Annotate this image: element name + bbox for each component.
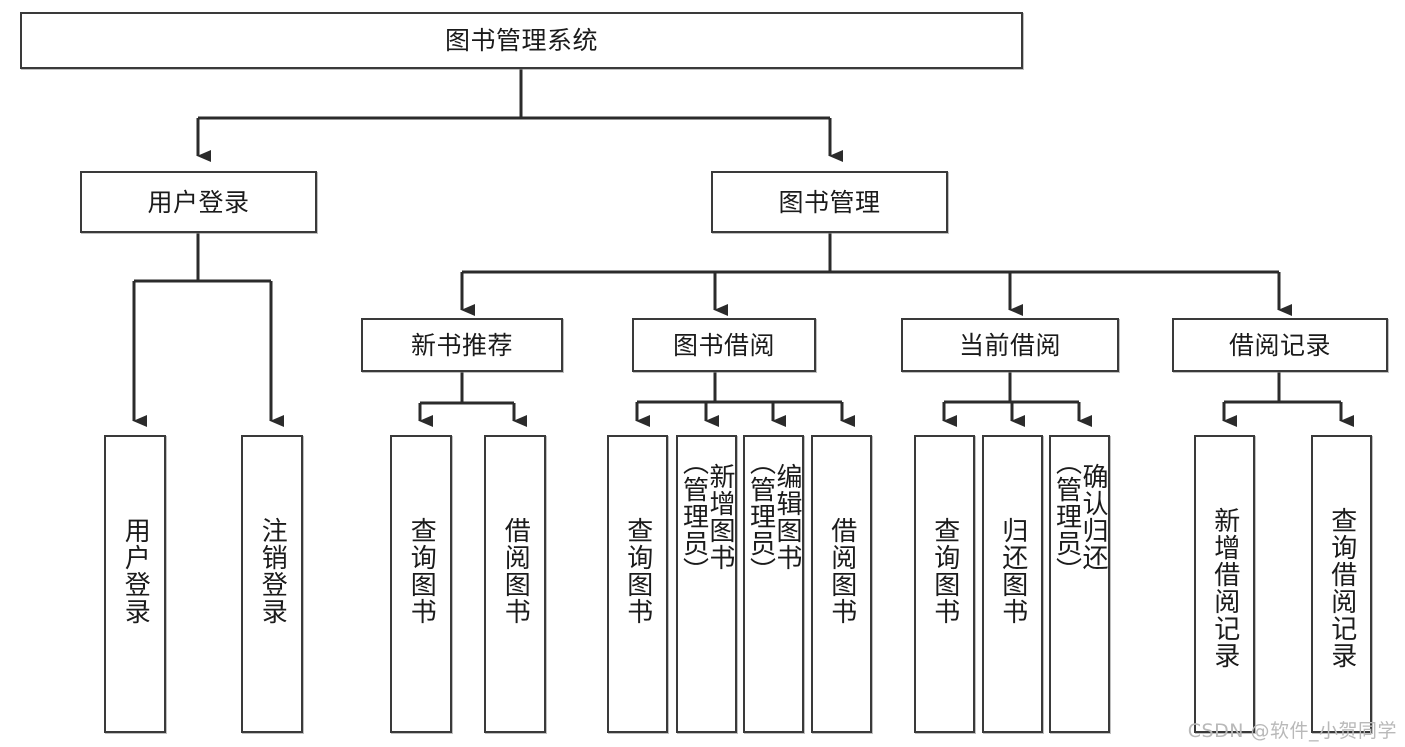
node-label: 新书推荐 [410,330,513,360]
leaf-add-book-admin[interactable]: 新增图书 （管理员） [676,435,737,733]
node-root-system[interactable]: 图书管理系统 [20,12,1023,69]
leaf-borrow-book-recommend[interactable]: 借阅图书 [484,435,546,733]
node-label: 图书管理 [778,187,881,217]
leaf-query-book-recommend[interactable]: 查询图书 [390,435,452,733]
node-new-book-recommend[interactable]: 新书推荐 [361,318,563,372]
node-label: 图书借阅 [672,330,775,360]
node-label: 图书管理系统 [444,26,598,55]
leaf-query-book-current[interactable]: 查询图书 [914,435,975,733]
node-label: 查询图书 [406,517,437,625]
node-label: 编辑图书 （管理员） [745,449,803,584]
csdn-watermark: CSDN @软件_小贺同学 [1187,720,1397,742]
node-label: 借阅图书 [826,517,857,625]
leaf-query-borrow-record[interactable]: 查询借阅记录 [1311,435,1372,733]
node-label: 归还图书 [997,517,1028,625]
leaf-user-logout[interactable]: 注销登录 [241,435,303,733]
leaf-return-book[interactable]: 归还图书 [982,435,1043,733]
node-label: 借阅记录 [1228,330,1331,360]
leaf-add-borrow-record[interactable]: 新增借阅记录 [1194,435,1255,733]
leaf-query-book-borrow[interactable]: 查询图书 [607,435,668,733]
node-label: 当前借阅 [958,330,1061,360]
node-label: 用户登录 [120,517,151,625]
leaf-user-login[interactable]: 用户登录 [104,435,166,733]
node-label: 查询借阅记录 [1326,507,1357,669]
node-book-borrow[interactable]: 图书借阅 [632,318,816,372]
node-label: 查询图书 [622,517,653,625]
leaf-borrow-book[interactable]: 借阅图书 [811,435,872,733]
leaf-edit-book-admin[interactable]: 编辑图书 （管理员） [743,435,804,733]
node-label: 注销登录 [257,517,288,625]
node-borrow-record[interactable]: 借阅记录 [1172,318,1388,372]
node-user-login[interactable]: 用户登录 [80,171,317,233]
node-label: 查询图书 [929,517,960,625]
node-label: 用户登录 [147,187,250,217]
leaf-confirm-return-admin[interactable]: 确认归还 （管理员） [1049,435,1110,733]
node-label: 确认归还 （管理员） [1051,449,1109,584]
node-current-borrow[interactable]: 当前借阅 [901,318,1119,372]
node-book-management[interactable]: 图书管理 [711,171,948,233]
node-label: 借阅图书 [500,517,531,625]
node-label: 新增图书 （管理员） [678,449,736,584]
node-label: 新增借阅记录 [1209,507,1240,669]
